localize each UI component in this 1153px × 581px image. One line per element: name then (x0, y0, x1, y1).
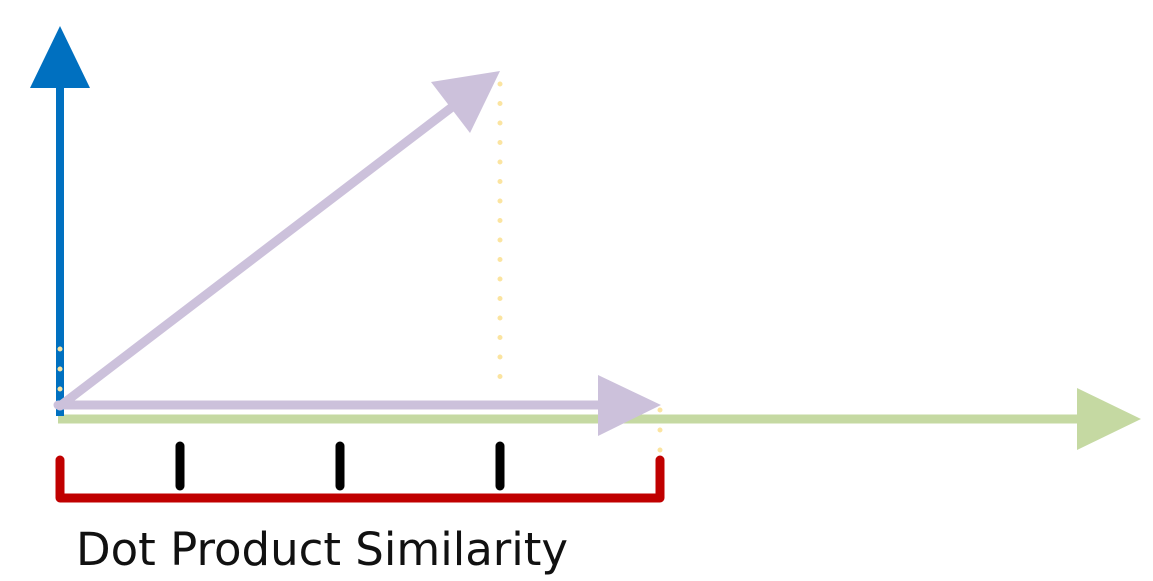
horizontal-vector (53, 375, 661, 436)
x-axis-arrowhead-icon (1077, 388, 1141, 450)
scale-ticks (175, 441, 505, 491)
x-axis (58, 388, 1141, 450)
horizontal-vector-arrowhead-icon (598, 375, 661, 436)
diagonal-vector (55, 71, 500, 411)
y-axis (30, 26, 90, 416)
diagonal-vector-arrowhead-icon (431, 71, 500, 133)
y-axis-arrowhead-icon (30, 26, 90, 88)
caption-label: Dot Product Similarity (76, 523, 569, 576)
projection-guides (57, 81, 663, 475)
diagonal-vector-line (55, 96, 465, 411)
similarity-bracket (55, 455, 665, 503)
